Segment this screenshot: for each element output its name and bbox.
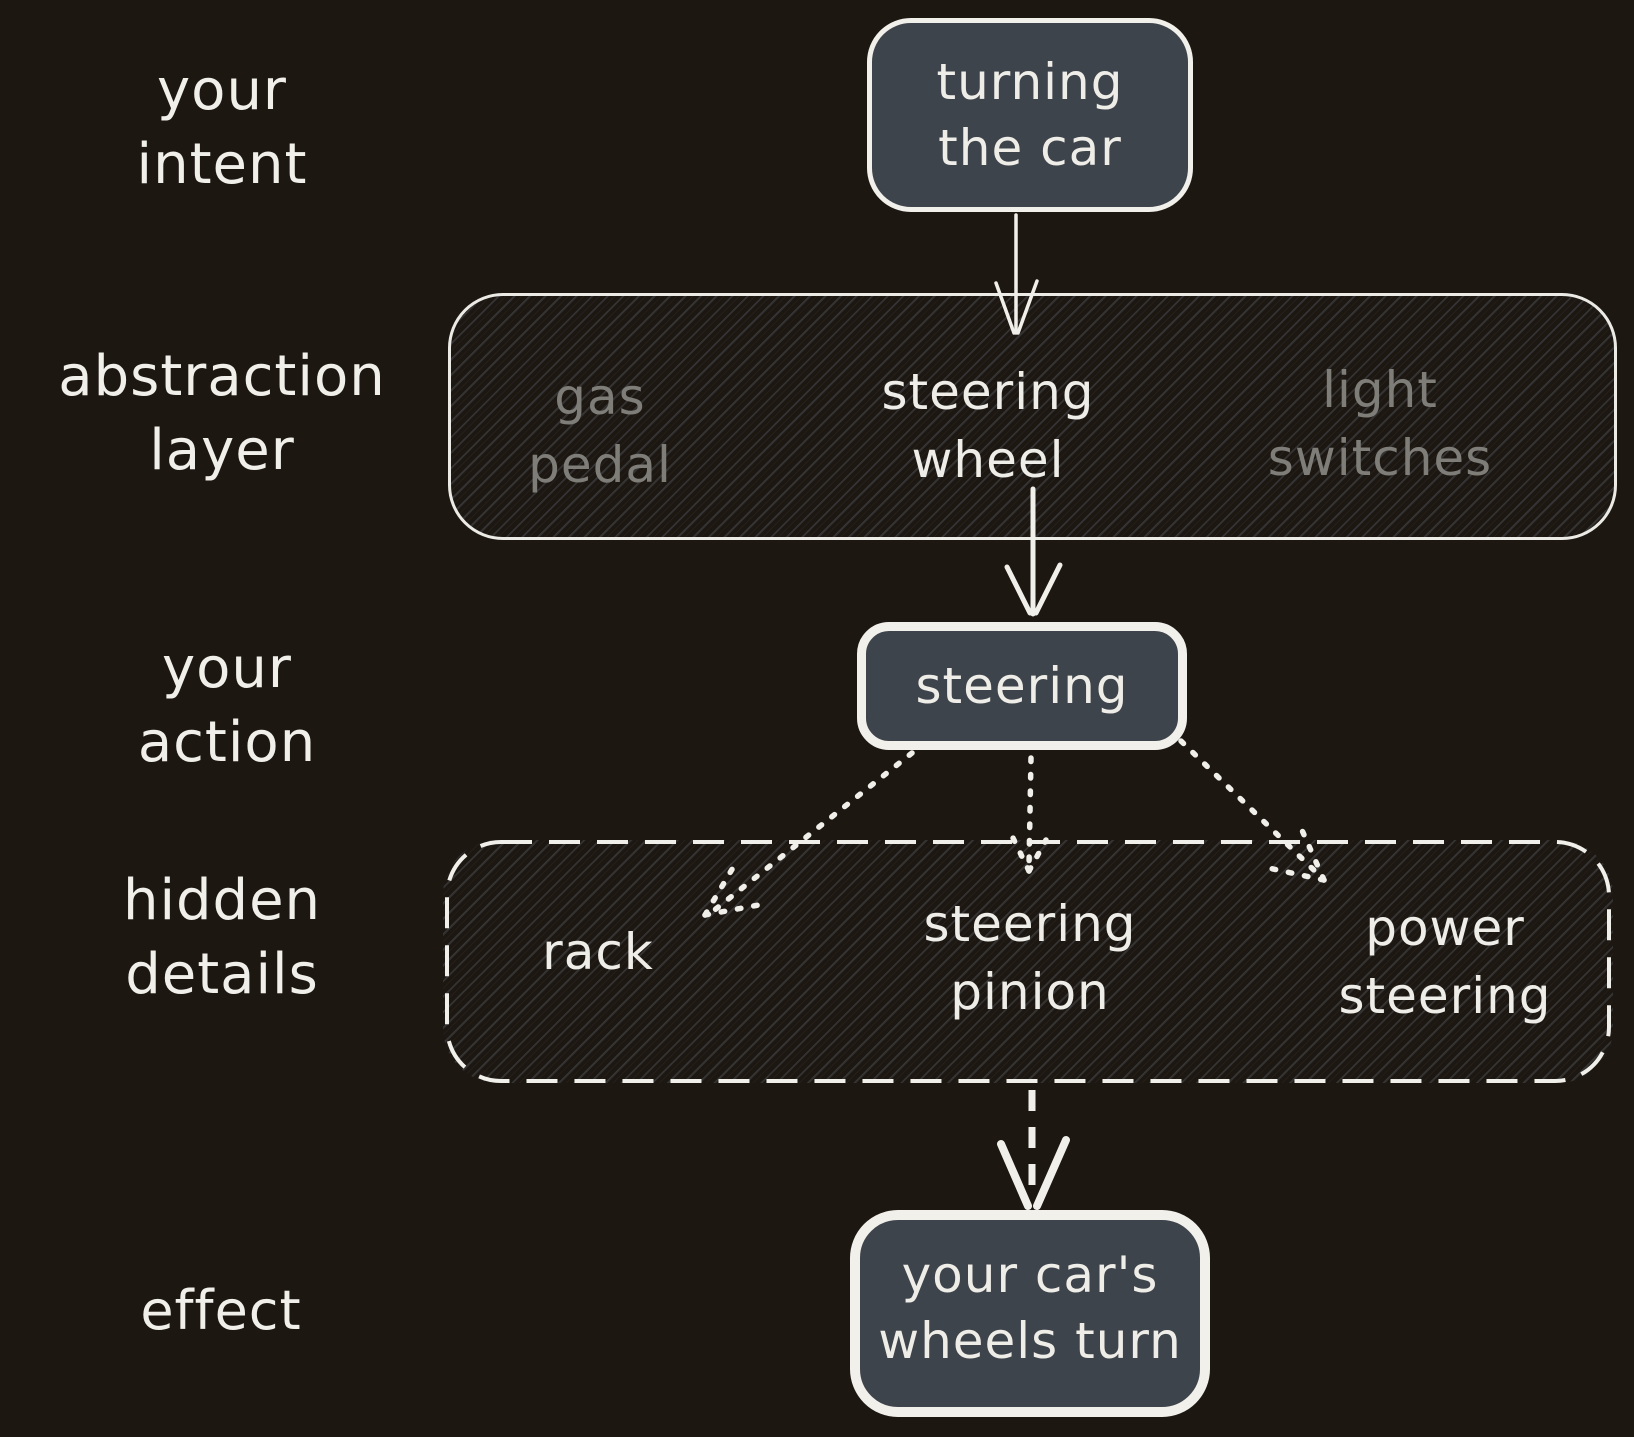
node-steering-pinion: steering pinion <box>923 890 1136 1026</box>
node-text-line: wheel <box>911 431 1065 489</box>
node-text-line: wheels turn <box>878 1311 1182 1370</box>
node-hidden-details-container: rack steering pinion power steering <box>443 840 1613 1083</box>
node-text-line: steering <box>1338 967 1552 1025</box>
node-text-line: power <box>1365 899 1525 957</box>
node-text-line: pinion <box>950 963 1110 1021</box>
label-your-intent: your intent <box>137 54 308 202</box>
label-abstraction-layer: abstraction layer <box>58 340 385 488</box>
node-wheels-turn: your car's wheels turn <box>850 1210 1210 1417</box>
label-line: layer <box>149 418 295 483</box>
node-text-line: the car <box>938 119 1122 177</box>
label-effect: effect <box>140 1274 301 1348</box>
node-rack: rack <box>542 918 654 986</box>
node-light-switches: light switches <box>1268 356 1492 492</box>
node-gas-pedal: gas pedal <box>528 363 672 499</box>
label-your-action: your action <box>138 632 316 780</box>
node-power-steering: power steering <box>1338 894 1551 1030</box>
node-steering: steering <box>857 622 1187 750</box>
label-line: your <box>157 58 287 123</box>
node-text-line: your car's <box>901 1245 1159 1304</box>
node-steering-wheel: steering wheel <box>881 358 1094 494</box>
node-abstraction-layer-container: gas pedal steering wheel light switches <box>448 293 1617 540</box>
label-line: hidden <box>122 868 322 933</box>
arrow-hidden-to-effect <box>997 1090 1070 1210</box>
node-text-line: pedal <box>528 436 672 494</box>
label-line: effect <box>140 1279 302 1342</box>
node-text-line: steering <box>915 657 1129 715</box>
node-text-line: light <box>1322 361 1438 419</box>
node-text-line: steering <box>923 895 1137 953</box>
node-turning-the-car: turning the car <box>867 18 1193 212</box>
label-line: action <box>137 710 317 775</box>
label-line: abstraction <box>58 344 386 409</box>
node-text-line: switches <box>1267 429 1493 487</box>
node-text-line: rack <box>542 923 654 981</box>
label-line: intent <box>136 132 308 197</box>
node-text-line: turning <box>936 53 1124 111</box>
label-line: your <box>162 636 292 701</box>
label-hidden-details: hidden details <box>123 864 321 1012</box>
node-text-line: gas <box>554 368 646 426</box>
label-line: details <box>125 942 319 1007</box>
node-text-line: steering <box>881 363 1095 421</box>
